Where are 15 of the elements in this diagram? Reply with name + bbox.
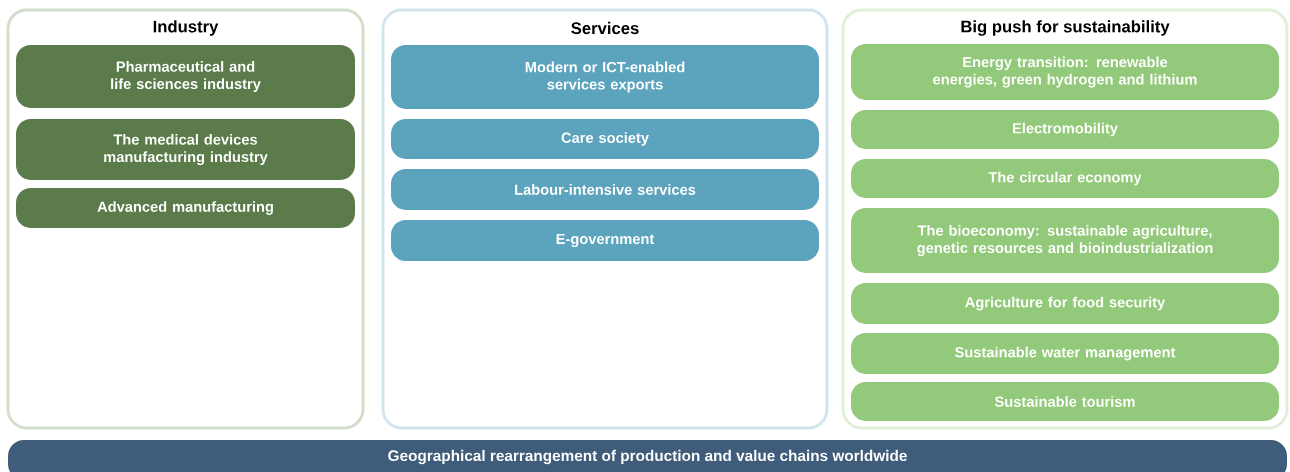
category-box: Labour-intensive services bbox=[391, 169, 819, 210]
category-box: Electromobility bbox=[851, 110, 1279, 149]
category-box: Sustainable tourism bbox=[851, 382, 1279, 421]
banner-bar: Geographical rearrangement of production and value chains worldwide bbox=[8, 440, 1287, 472]
category-box: Sustainable water management bbox=[851, 333, 1279, 374]
category-box: Energy transition: renewable energies, green hydrogen and lithium bbox=[851, 44, 1279, 100]
category-box: Care society bbox=[391, 119, 819, 159]
category-box: Modern or ICT-enabled services exports bbox=[391, 45, 819, 109]
category-box: The bioeconomy: sustainable agriculture, genetic resources and bioindustrialization bbox=[851, 208, 1279, 273]
category-box: Advanced manufacturing bbox=[16, 188, 355, 228]
category-box: The medical devices manufacturing industry bbox=[16, 119, 355, 180]
category-box: The circular economy bbox=[851, 159, 1279, 198]
category-box: Pharmaceutical and life sciences industry bbox=[16, 45, 355, 108]
category-box: Agriculture for food security bbox=[851, 283, 1279, 324]
category-box: E-government bbox=[391, 220, 819, 261]
